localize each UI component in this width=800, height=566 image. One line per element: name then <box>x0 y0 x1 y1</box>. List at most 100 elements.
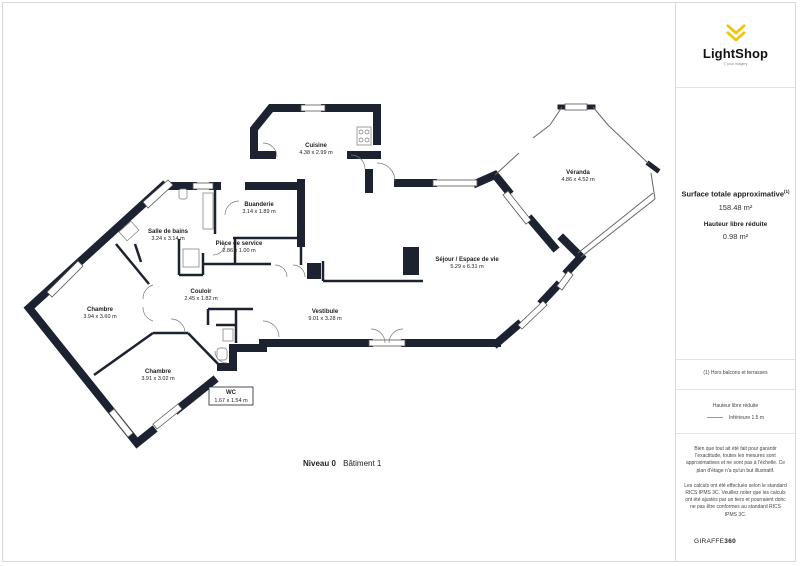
veranda-glazing <box>650 172 656 200</box>
room-dims-kitchen: 4.38 x 2.99 m <box>299 150 333 156</box>
room-dims-veranda: 4.86 x 4.52 m <box>561 177 595 183</box>
room-dims-bedroom-2: 3.91 x 3.02 m <box>141 376 175 382</box>
toilet <box>178 188 188 200</box>
room-name-wc: WC <box>226 390 237 396</box>
window <box>46 260 84 298</box>
door-swing <box>142 306 154 322</box>
door-swing <box>350 154 366 170</box>
veranda-glazing <box>592 106 609 126</box>
disclaimer-block: Bien que tout ait été fait pour garantir… <box>676 446 795 519</box>
room-dims-bedroom-1: 3.94 x 3.60 m <box>83 314 117 320</box>
room-name-bedroom-1: Chambre <box>87 307 114 313</box>
window <box>142 179 174 209</box>
window <box>192 182 214 190</box>
room-name-hallway: Couloir <box>191 289 213 295</box>
sink <box>118 220 140 242</box>
living-right-wall <box>537 280 563 307</box>
room-dims-hallway: 2.45 x 1.82 m <box>184 296 218 302</box>
reduced-height-label: Hauteur libre réduite <box>703 220 768 228</box>
veranda-glazing <box>494 152 520 176</box>
door-swing <box>142 284 154 300</box>
stove-burner <box>358 129 364 135</box>
lightshop-logo-icon <box>725 24 746 42</box>
bedroom-outer-wall <box>23 180 169 449</box>
room-name-kitchen: Cuisine <box>305 143 327 149</box>
disclaimer-accuracy: Bien que tout ait été fait pour garantir… <box>685 446 786 474</box>
chimney-block <box>307 263 321 279</box>
wc-label-box <box>208 386 254 406</box>
door-swing <box>212 242 226 256</box>
wc-wall <box>217 339 289 371</box>
total-area-note-mark: (1) <box>784 189 790 194</box>
window <box>556 270 574 291</box>
giraffe360-brand: GIRAFFE360 <box>694 538 736 545</box>
brand-suffix: 360 <box>724 538 737 545</box>
info-sidebar: LightShop © your imagery Surface totale … <box>675 3 795 561</box>
window <box>368 339 406 347</box>
door-swing <box>274 264 288 278</box>
total-area-block: Surface totale approximative(1) 158.48 m… <box>676 189 795 241</box>
window <box>152 403 183 430</box>
floor-plan: Cuisine 4.38 x 2.99 m Véranda 4.86 x 4.5… <box>3 3 675 561</box>
logo-tagline: © your imagery <box>723 62 748 66</box>
veranda-right-post <box>645 160 661 174</box>
veranda-glazing <box>577 192 654 254</box>
footnote-text: (1) Hors balcons et terrasses <box>703 370 768 376</box>
divider <box>676 433 795 434</box>
room-dims-living: 5.29 x 6.31 m <box>450 264 484 270</box>
interior-wall <box>133 243 143 263</box>
stove-burner <box>364 129 370 135</box>
room-dims-wc: 1.67 x 1.54 m <box>214 398 248 404</box>
interior-wall <box>115 243 150 285</box>
veranda-left-corner <box>471 170 514 197</box>
wc-basin <box>222 328 234 342</box>
divider <box>676 389 795 390</box>
legend-title: Hauteur libre réduite <box>712 403 759 409</box>
room-name-living: Séjour / Espace de vie <box>435 257 499 263</box>
room-name-entrance: Vestibule <box>312 309 339 315</box>
veranda-right-corner <box>557 233 587 277</box>
building-label: Bâtiment 1 <box>343 459 382 468</box>
stove-burner <box>358 137 364 143</box>
veranda-glazing <box>607 124 650 165</box>
fireplace <box>403 247 419 275</box>
room-name-bedroom-2: Chambre <box>145 369 172 375</box>
room-dims-service-room: 2.86 x 1.00 m <box>222 248 256 254</box>
divider <box>676 87 795 88</box>
level-label: Niveau 0 <box>303 459 336 468</box>
veranda-glazing <box>532 124 551 139</box>
room-dims-utility: 3.14 x 1.89 m <box>242 209 276 215</box>
reduced-height-value: 0.98 m² <box>722 231 749 241</box>
door-swing <box>262 320 280 338</box>
veranda-glazing <box>580 198 656 258</box>
interior-wall <box>187 332 222 368</box>
shower <box>182 248 200 268</box>
total-area-value: 158.48 m² <box>718 202 753 212</box>
room-name-service-room: Pièce de service <box>216 241 263 247</box>
footnote-block: (1) Hors balcons et terrasses <box>676 370 795 376</box>
total-area-label: Surface totale approximative <box>681 189 785 199</box>
stove-burner <box>364 137 370 143</box>
divider <box>676 359 795 360</box>
window <box>564 103 588 111</box>
logo-block: LightShop © your imagery <box>676 23 795 66</box>
window <box>432 179 478 187</box>
legend-item: Inférieure 1.5 m <box>728 415 765 421</box>
door-swing <box>388 328 404 344</box>
door-swing <box>376 162 396 182</box>
disclaimer-rics: Les calculs ont été effectués selon le s… <box>684 482 787 518</box>
room-name-veranda: Véranda <box>566 170 590 176</box>
legend-swatch <box>706 417 723 419</box>
interior-wall <box>93 331 154 377</box>
door-swing <box>170 318 186 334</box>
room-dims-bathroom: 3.24 x 3.14 m <box>151 236 185 242</box>
veranda-glazing <box>549 106 563 126</box>
brand-prefix: GIRAFFE <box>694 538 725 545</box>
stove <box>356 126 372 146</box>
door-swing <box>224 200 240 216</box>
legend-block: Hauteur libre réduite Inférieure 1.5 m <box>676 403 795 421</box>
window <box>502 190 532 225</box>
window <box>108 408 134 438</box>
door-swing <box>292 264 306 278</box>
